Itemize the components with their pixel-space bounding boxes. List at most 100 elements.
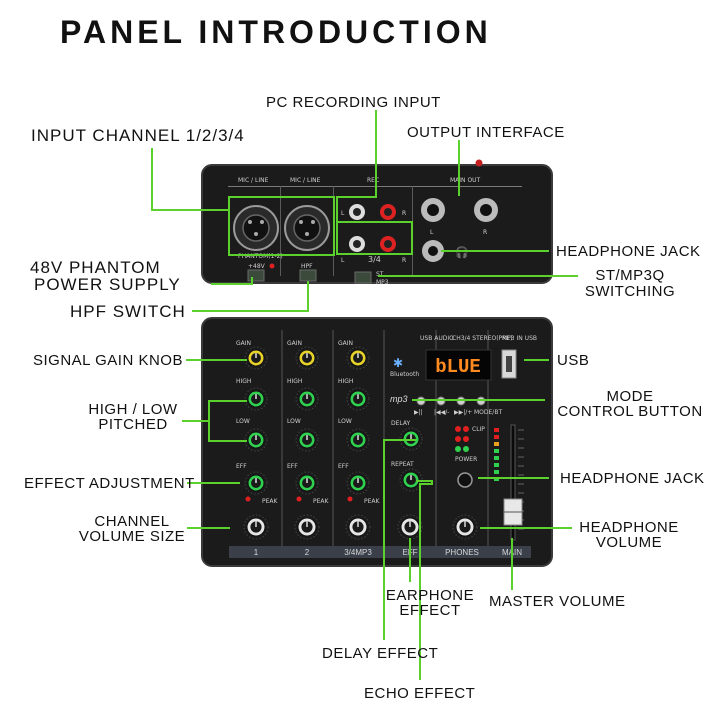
main-out-l-text: L bbox=[430, 229, 434, 236]
ch2-volume-knob-text: PEAK bbox=[313, 498, 330, 505]
power-socket bbox=[475, 159, 483, 167]
phantom-48v-button[interactable] bbox=[247, 269, 265, 282]
page-title: PANEL INTRODUCTION bbox=[60, 14, 492, 50]
fader-led-3 bbox=[494, 449, 499, 453]
ch1-volume-knob[interactable] bbox=[243, 514, 269, 540]
rca-rec-l[interactable] bbox=[349, 204, 365, 220]
usb-audio-text: USB AUDIO bbox=[420, 335, 454, 342]
ch34-volume-knob[interactable] bbox=[345, 514, 371, 540]
label-usb: USB bbox=[557, 352, 590, 369]
ch1-volume-knob-text: PEAK bbox=[262, 498, 279, 505]
label-signal-gain-knob: SIGNAL GAIN KNOB bbox=[33, 352, 183, 369]
label-st-mp3-1: ST/MP3Q bbox=[595, 267, 665, 284]
ch34-gain-knob[interactable] bbox=[346, 346, 370, 370]
ch1-high-knob[interactable] bbox=[244, 387, 268, 411]
main-out-l-jack[interactable] bbox=[421, 198, 445, 222]
label-echo-effect: ECHO EFFECT bbox=[364, 685, 476, 702]
combo-jack-1[interactable] bbox=[233, 205, 279, 251]
rec-l-text: L bbox=[341, 210, 345, 217]
hpf-button[interactable] bbox=[299, 269, 317, 282]
headphone-jack-top[interactable] bbox=[422, 240, 444, 262]
main-out-r-jack[interactable] bbox=[474, 198, 498, 222]
ch2-low-knob[interactable] bbox=[295, 428, 319, 452]
fader-led-2 bbox=[494, 442, 499, 446]
bottom-label-1: 2 bbox=[305, 548, 310, 557]
fader-led-5 bbox=[494, 463, 499, 467]
label-st-mp3-2: SWITCHING bbox=[584, 283, 676, 300]
label-earphone-effect-1: EARPHONE bbox=[385, 587, 475, 604]
ch1-peak-led bbox=[245, 496, 251, 502]
ch2-high-knob[interactable] bbox=[295, 387, 319, 411]
ch2-eff-knob[interactable] bbox=[295, 471, 319, 495]
btn-hpf-text: HPF bbox=[301, 263, 313, 270]
label-hpf-switch: HPF SWITCH bbox=[70, 302, 186, 321]
level-leds: CLIP POWER bbox=[455, 426, 485, 463]
ch34-eff-knob[interactable] bbox=[346, 471, 370, 495]
label-input-channel: INPUT CHANNEL 1/2/3/4 bbox=[31, 126, 245, 145]
label-master-volume: MASTER VOLUME bbox=[489, 593, 626, 610]
ch34-text: 3/4 bbox=[368, 255, 381, 264]
combo-jack-2[interactable] bbox=[284, 205, 330, 251]
mode-button-label-3: MODE/BT bbox=[474, 409, 502, 416]
label-phantom-2: POWER SUPPLY bbox=[34, 275, 181, 294]
label-mode-2: CONTROL BUTTON bbox=[557, 403, 703, 420]
ch1-gain-knob[interactable] bbox=[244, 346, 268, 370]
bluetooth-text: Bluetooth bbox=[390, 371, 419, 378]
label-high-low-2: PITCHED bbox=[98, 416, 168, 433]
fader-led-1 bbox=[494, 435, 499, 439]
ch1-low-knob-text: LOW bbox=[236, 418, 250, 425]
headphone-symbol-icon: 🎧 bbox=[455, 246, 469, 259]
rec-r-text: R bbox=[402, 210, 406, 217]
phantom-small-text: PHANTOM(1-2) bbox=[238, 253, 283, 260]
bottom-label-strip bbox=[229, 546, 531, 558]
mode-button-label-0: ▶|| bbox=[414, 409, 423, 416]
label-effect-adjustment: EFFECT ADJUSTMENT bbox=[24, 475, 195, 492]
mp3-text: MP3 bbox=[376, 279, 389, 286]
ch1-low-knob[interactable] bbox=[244, 428, 268, 452]
ch34-low-knob-text: LOW bbox=[338, 418, 352, 425]
ch1-eff-knob[interactable] bbox=[244, 471, 268, 495]
phones-volume-knob[interactable] bbox=[452, 514, 478, 540]
label-earphone-effect-2: EFFECT bbox=[399, 602, 461, 619]
ch2-gain-knob[interactable] bbox=[295, 346, 319, 370]
rca-rec-r[interactable] bbox=[380, 204, 396, 220]
st-mp3-button[interactable] bbox=[354, 271, 372, 284]
label-delay-effect: DELAY EFFECT bbox=[322, 645, 439, 662]
st-text: ST bbox=[376, 271, 384, 278]
display-text: bLUE bbox=[435, 356, 481, 378]
ch34-high-knob[interactable] bbox=[346, 387, 370, 411]
mp3-badge-text: mp3 bbox=[390, 394, 408, 404]
mic-line-2-text: MIC / LINE bbox=[290, 177, 321, 184]
led-display bbox=[425, 349, 492, 381]
ch34-stereo-text: CH3/4 STEREO(PRE) bbox=[452, 335, 512, 342]
mixer-top-panel: MIC / LINE MIC / LINE REC MAIN OUT L R L… bbox=[201, 159, 553, 286]
ch2-eff-knob-text: EFF bbox=[287, 463, 298, 470]
phantom-led bbox=[269, 263, 275, 269]
ch34-low-knob[interactable] bbox=[346, 428, 370, 452]
ch2-peak-led bbox=[296, 496, 302, 502]
ch1-gain-knob-text: GAIN bbox=[236, 340, 251, 347]
ch1-high-knob-text: HIGH bbox=[236, 378, 251, 385]
main-out-r-text: R bbox=[483, 229, 487, 236]
rca-34-r[interactable] bbox=[380, 236, 396, 252]
label-mode-1: MODE bbox=[606, 388, 654, 405]
rca-34-l[interactable] bbox=[349, 236, 365, 252]
ch34-gain-knob-text: GAIN bbox=[338, 340, 353, 347]
headphone-jack-mid[interactable] bbox=[457, 472, 473, 488]
mode-button-label-1: |◀◀/- bbox=[434, 409, 449, 416]
ch2-volume-knob[interactable] bbox=[294, 514, 320, 540]
btn-48v-text: +48V bbox=[248, 263, 266, 270]
label-channel-volume-1: CHANNEL bbox=[94, 513, 170, 530]
ch34-peak-led bbox=[347, 496, 353, 502]
delay-knob-text: DELAY bbox=[391, 420, 411, 427]
in34-r-text: R bbox=[402, 257, 406, 264]
in34-l-text: L bbox=[341, 257, 345, 264]
label-channel-volume-2: VOLUME SIZE bbox=[78, 528, 186, 545]
main-out-text: MAIN OUT bbox=[450, 177, 481, 184]
label-high-low-1: HIGH / LOW bbox=[88, 401, 178, 418]
ch1-eff-knob-text: EFF bbox=[236, 463, 247, 470]
label-headphone-jack-top: HEADPHONE JACK bbox=[556, 243, 701, 260]
mode-button-label-2: ▶▶|/+ bbox=[454, 409, 472, 416]
